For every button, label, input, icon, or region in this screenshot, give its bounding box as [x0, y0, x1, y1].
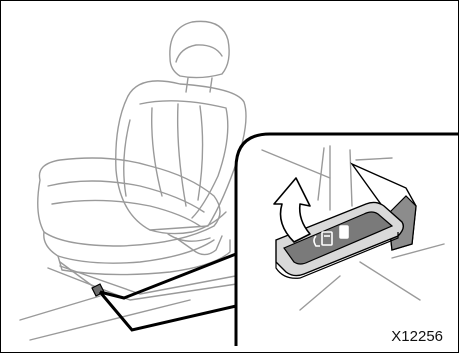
figure-code: X12256	[391, 328, 443, 345]
callout-leader	[100, 254, 236, 346]
headrest	[170, 21, 229, 77]
seat-back	[116, 81, 246, 230]
detail-inset	[236, 134, 459, 346]
